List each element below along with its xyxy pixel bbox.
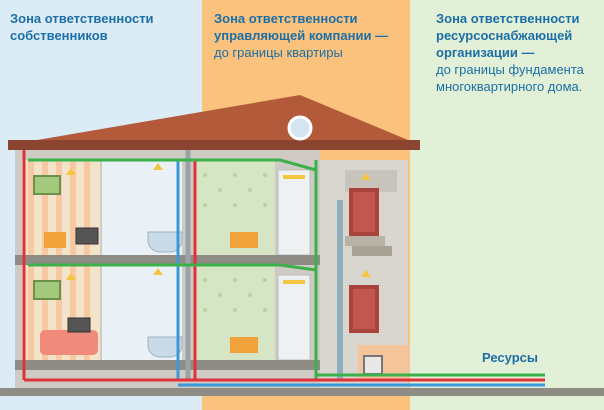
entrance-door-lower-panel <box>353 289 375 329</box>
basement-window <box>363 355 383 375</box>
tv-lower-icon <box>67 317 91 333</box>
supplier-zone: Зона ответственности ресурсоснабжающей о… <box>410 0 604 410</box>
sofa-icon <box>40 330 98 355</box>
floor-slab-upper <box>15 255 320 265</box>
ground <box>0 388 604 396</box>
elevator-door-upper <box>277 169 311 256</box>
elevator-door-lower <box>277 274 311 361</box>
resources-label: Ресурсы <box>482 350 538 365</box>
floor-slab-lower <box>15 360 320 370</box>
roof-eave <box>8 140 420 150</box>
radiator-right-lower <box>230 337 258 353</box>
tv-icon <box>75 227 99 245</box>
wallpaper-stripes-upper <box>28 160 90 255</box>
supplier-zone-title: Зона ответственности ресурсоснабжающей о… <box>436 11 580 60</box>
wall-picture-lower <box>33 280 61 300</box>
lamp-icons <box>66 163 371 280</box>
entrance-door-upper-panel <box>353 192 375 232</box>
wallpaper-dots <box>203 173 267 312</box>
wall-picture-upper <box>33 175 61 195</box>
radiator-right-upper <box>230 232 258 248</box>
stairs-upper <box>345 236 385 246</box>
stairwell-panel <box>345 170 397 192</box>
management-zone-text: Зона ответственности управляющей компани… <box>214 10 404 61</box>
elevator-light-lower <box>283 280 305 284</box>
attic-window <box>287 115 313 141</box>
branch-pipes <box>28 158 317 272</box>
supplier-zone-text: Зона ответственности ресурсоснабжающей о… <box>436 10 604 95</box>
roof <box>8 95 420 145</box>
resource-mains <box>24 373 545 387</box>
wallpaper-stripes-lower <box>28 265 90 360</box>
bathtub-icon <box>147 231 183 253</box>
elevator-light-upper <box>283 175 305 179</box>
owners-zone-text: Зона ответственности собственников <box>10 10 195 44</box>
management-zone-subtitle: до границы квартиры <box>214 45 343 60</box>
supplier-zone-subtitle: до границы фундамента многоквартирного д… <box>436 62 584 94</box>
owners-zone-title: Зона ответственности собственников <box>10 11 154 43</box>
management-zone-title: Зона ответственности управляющей компани… <box>214 11 389 43</box>
bathtub-lower-icon <box>147 336 183 358</box>
stairs-upper-step <box>352 246 392 256</box>
radiator-owner-upper <box>44 232 66 248</box>
